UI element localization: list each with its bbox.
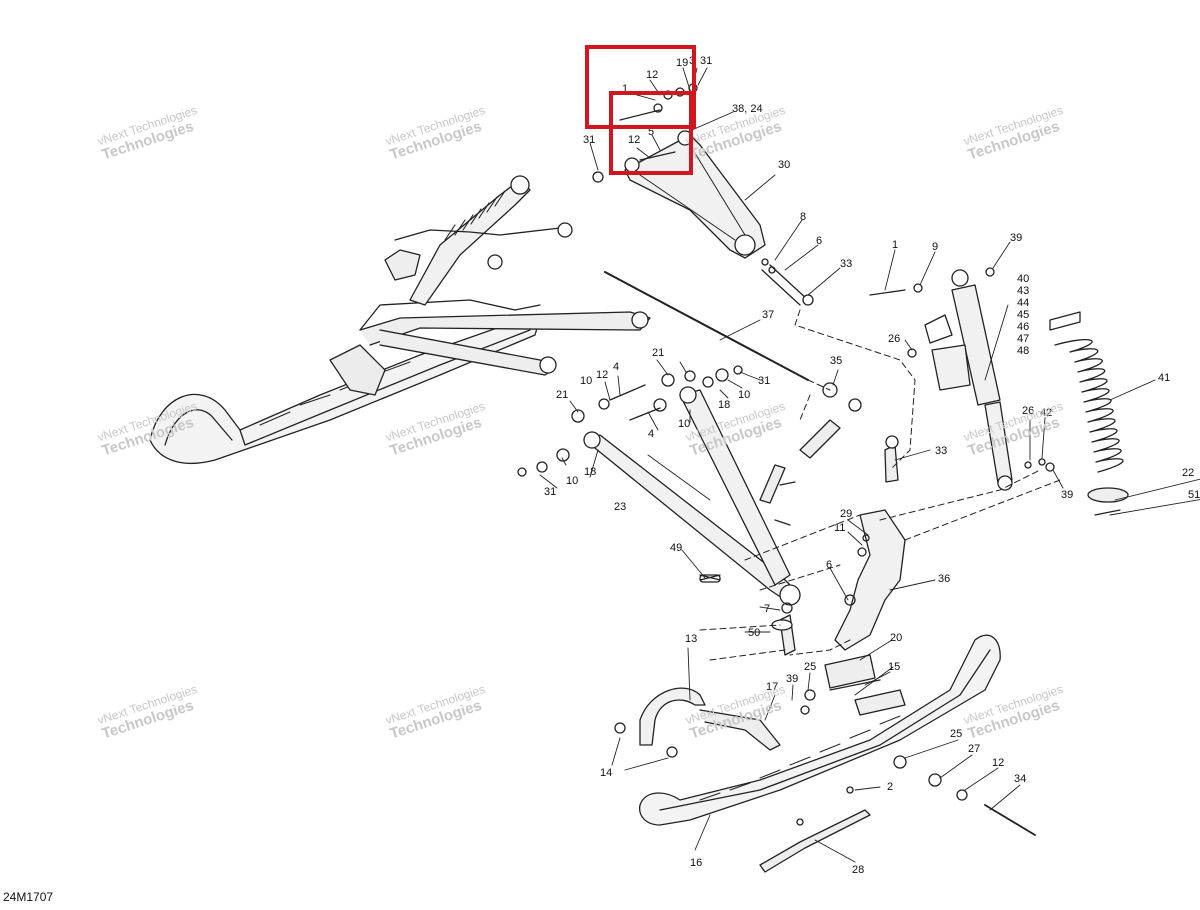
- callout-12: 12: [628, 134, 640, 146]
- callout-22: 22: [1182, 467, 1194, 479]
- callout-36: 36: [938, 573, 950, 585]
- callout-48: 48: [1017, 345, 1029, 357]
- callout-39: 39: [786, 673, 798, 685]
- callout-34: 34: [1014, 773, 1026, 785]
- callout-33: 33: [935, 445, 947, 457]
- callout-12: 12: [992, 757, 1004, 769]
- highlight-box: [585, 45, 696, 129]
- highlight-box: [609, 91, 693, 175]
- callout-17: 17: [766, 681, 778, 693]
- coil-spring: [1045, 311, 1129, 516]
- sway-bar-link: [759, 382, 862, 526]
- callout-49: 49: [670, 542, 682, 554]
- callout-10: 10: [566, 475, 578, 487]
- callout-31: 31: [583, 134, 595, 146]
- callout-31: 31: [700, 55, 712, 67]
- callout-23: 23: [614, 501, 626, 513]
- callout-9: 9: [932, 241, 938, 253]
- callout-27: 27: [968, 743, 980, 755]
- callout-4: 4: [648, 428, 654, 440]
- lower-a-arm: [517, 365, 801, 606]
- callout-26: 26: [1022, 405, 1034, 417]
- callout-30: 30: [778, 159, 790, 171]
- callout-50: 50: [748, 627, 760, 639]
- callout-11: 11: [834, 522, 845, 534]
- callout-51: 51: [1188, 489, 1200, 501]
- callout-39: 39: [1061, 489, 1073, 501]
- callout-5: 1: [622, 83, 628, 95]
- assembly-guide-lines: [699, 309, 1061, 661]
- callout-39: 39: [1010, 232, 1022, 244]
- callout-10: 10: [678, 418, 690, 430]
- callout-40: 40: [1017, 273, 1029, 285]
- callout-31: 31: [544, 486, 556, 498]
- spindle: [699, 435, 906, 656]
- callout-13: 13: [685, 633, 697, 645]
- upper-a-arm: [592, 83, 766, 259]
- callout-21: 21: [556, 389, 568, 401]
- callout-43: 43: [1017, 285, 1029, 297]
- diagram-code: 24M1707: [3, 890, 54, 904]
- callout-21: 21: [652, 347, 664, 359]
- callout-28: 28: [852, 864, 864, 876]
- callout-46: 46: [1017, 321, 1029, 333]
- callout-labels: 1: [622, 83, 628, 95]
- callout-25: 25: [804, 661, 816, 673]
- callout-44: 44: [1017, 297, 1029, 309]
- callout-12: 12: [646, 69, 658, 81]
- callout-42: 42: [1040, 407, 1052, 419]
- callout-7: 7: [764, 603, 770, 615]
- callout-18: 18: [584, 466, 596, 478]
- ski-handle: [614, 687, 781, 758]
- callout-18: 18: [718, 399, 730, 411]
- ski: [639, 634, 1036, 873]
- callout-8: 8: [800, 211, 806, 223]
- callout-10: 10: [738, 389, 750, 401]
- callout-41: 41: [1158, 372, 1170, 384]
- callout-37: 37: [762, 309, 774, 321]
- leader-lines: [539, 67, 1200, 863]
- callout-25: 25: [950, 728, 962, 740]
- callout-20: 20: [890, 632, 902, 644]
- callout-33: 33: [840, 258, 852, 270]
- callout-15: 15: [888, 661, 900, 673]
- callout-35: 35: [830, 355, 842, 367]
- callout-6: 6: [826, 559, 832, 571]
- callout-47: 47: [1017, 333, 1029, 345]
- callout-31: 31: [758, 375, 770, 387]
- callout-26: 26: [888, 333, 900, 345]
- callout-16: 16: [690, 857, 702, 869]
- callout-38-24: 38, 24: [732, 103, 763, 115]
- tie-rod: [604, 258, 814, 381]
- callout-6: 6: [816, 235, 822, 247]
- callout-45: 45: [1017, 309, 1029, 321]
- assembled-suspension-view: [149, 175, 651, 464]
- callout-1: 1: [892, 239, 898, 251]
- callout-12: 12: [596, 369, 608, 381]
- callout-19: 19: [676, 57, 688, 69]
- callout-14: 14: [600, 767, 612, 779]
- callout-2: 2: [887, 781, 893, 793]
- callout-10: 10: [580, 375, 592, 387]
- callout-5: 5: [648, 126, 654, 138]
- callout-29: 29: [840, 508, 852, 520]
- callout-4: 4: [613, 361, 619, 373]
- shock-absorber: [869, 267, 1046, 491]
